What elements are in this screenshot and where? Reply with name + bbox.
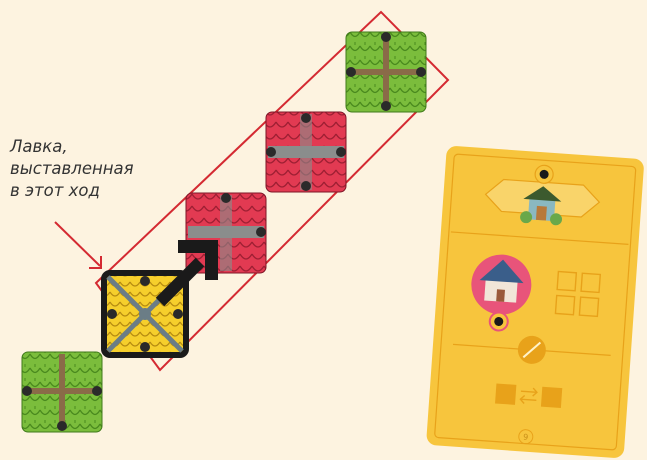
tile-green-bottom[interactable] bbox=[22, 352, 102, 432]
moon-icon bbox=[266, 147, 276, 157]
heart-icon bbox=[381, 101, 391, 111]
club-icon bbox=[416, 67, 426, 77]
club-icon bbox=[92, 386, 102, 396]
club-icon bbox=[22, 386, 32, 396]
tile-green-top[interactable] bbox=[346, 32, 426, 112]
card-page-number: 9 bbox=[523, 433, 529, 442]
caption-pointer bbox=[55, 222, 101, 268]
heart-icon bbox=[57, 421, 67, 431]
scoring-card[interactable]: 9 bbox=[426, 145, 644, 458]
moon-icon bbox=[301, 113, 311, 123]
tile-red-2[interactable] bbox=[266, 112, 346, 192]
heart-icon bbox=[336, 147, 346, 157]
club-icon bbox=[173, 309, 183, 319]
moon-icon bbox=[301, 181, 311, 191]
club-icon bbox=[107, 309, 117, 319]
club-icon bbox=[346, 67, 356, 77]
heart-icon bbox=[256, 227, 266, 237]
moon-icon bbox=[221, 193, 231, 203]
club-icon bbox=[140, 342, 150, 352]
club-icon bbox=[140, 276, 150, 286]
